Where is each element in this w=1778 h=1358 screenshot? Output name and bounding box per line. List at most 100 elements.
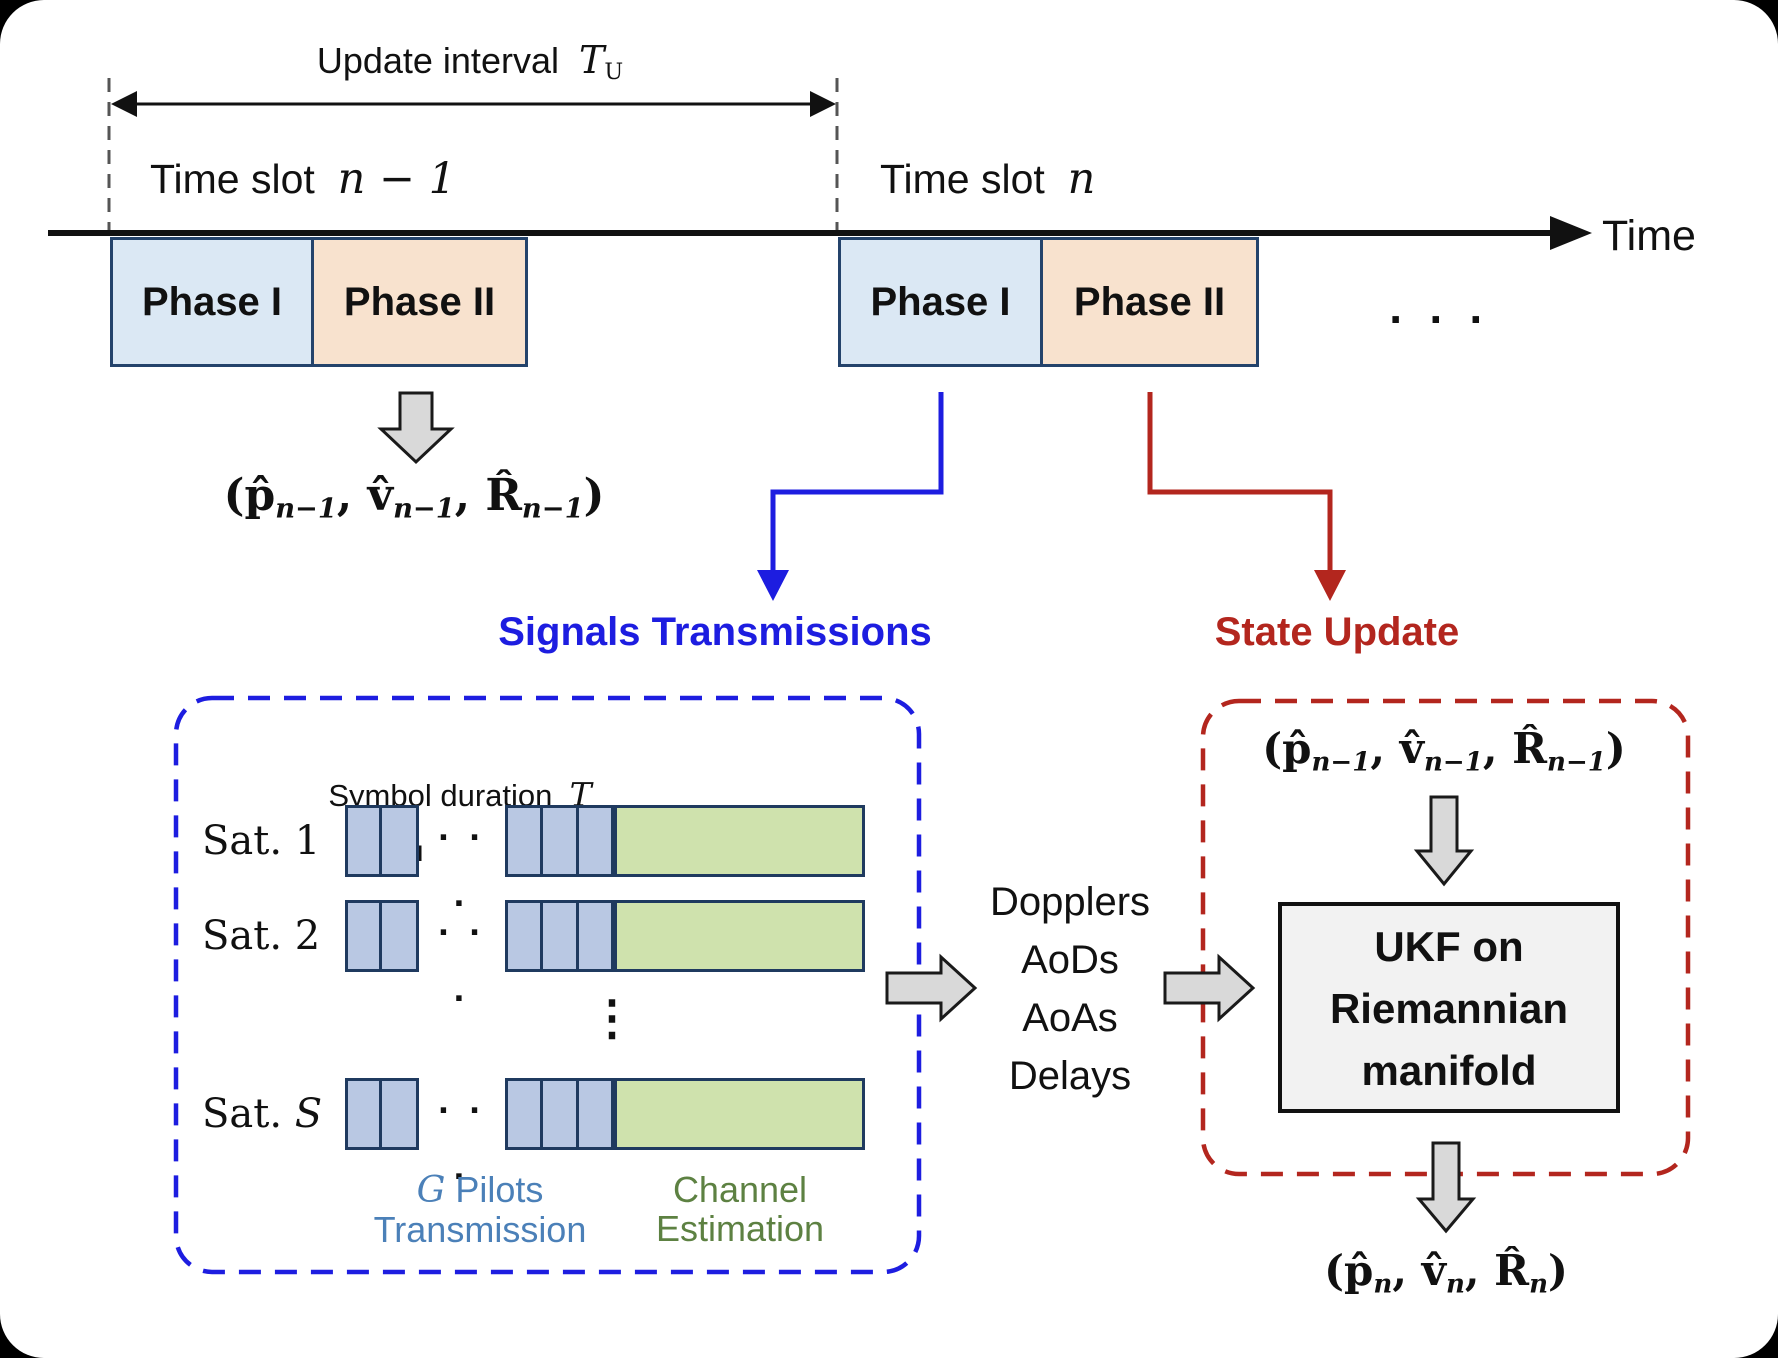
R-subscript: n−1 bbox=[521, 492, 584, 525]
p-hat-symbol: p̂ bbox=[244, 470, 276, 521]
signals-elbow-arrowhead-icon bbox=[757, 570, 789, 601]
paren-open: ( bbox=[1262, 724, 1283, 773]
pilot-cell bbox=[348, 1081, 383, 1147]
state-curr-tuple: (p̂n, v̂n, R̂n) bbox=[1196, 1246, 1696, 1299]
ukf-box-label: UKF on Riemannian manifold bbox=[1282, 906, 1616, 1102]
block-arrow-down-into-ukf-icon bbox=[1413, 795, 1475, 887]
sat-index: 2 bbox=[294, 913, 321, 959]
separator: , bbox=[1482, 724, 1513, 773]
separator: , bbox=[336, 470, 368, 521]
paren-close: ) bbox=[583, 470, 605, 521]
ukf-line1: UKF on bbox=[1374, 923, 1524, 970]
update-elbow-arrow-line bbox=[1147, 392, 1333, 574]
pilot-cells-group2 bbox=[505, 805, 865, 877]
pilot-cell bbox=[543, 903, 579, 969]
measurement-dopplers: Dopplers bbox=[989, 880, 1151, 924]
phase1-box-slot-curr: Phase I bbox=[838, 237, 1043, 367]
separator: , bbox=[1464, 1246, 1495, 1295]
symbol-duration-symbol: T bbox=[569, 775, 592, 814]
p-hat-symbol: p̂ bbox=[1344, 1246, 1374, 1295]
sat-row-2: Sat. 2 · · · bbox=[0, 900, 919, 1020]
sat-S-label: Sat. S bbox=[202, 1078, 332, 1150]
p-hat-symbol: p̂ bbox=[1282, 724, 1312, 773]
pilot-cell bbox=[508, 808, 544, 874]
time-slot-prev-text: Time slot bbox=[150, 156, 315, 202]
v-subscript: n bbox=[1445, 1269, 1465, 1300]
sat-rows-vertical-ellipsis: ⋮ bbox=[588, 992, 636, 1045]
p-subscript: n−1 bbox=[1311, 747, 1371, 778]
separator: , bbox=[454, 470, 486, 521]
v-subscript: n−1 bbox=[1424, 747, 1483, 778]
state-prev-tuple-ukf-input: (p̂n−1, v̂n−1, R̂n−1) bbox=[1194, 724, 1694, 777]
update-interval-arrowhead-right-icon bbox=[810, 91, 836, 117]
pilot-ellipsis: · · · bbox=[438, 912, 486, 1020]
pilot-cell bbox=[348, 903, 383, 969]
v-hat-symbol: v̂ bbox=[367, 470, 394, 521]
state-update-heading: State Update bbox=[1214, 610, 1460, 654]
R-hat-symbol: R̂ bbox=[485, 470, 522, 521]
time-slot-curr-index: n bbox=[1067, 154, 1096, 204]
timeline-ellipsis: · · · bbox=[1389, 293, 1491, 345]
phase1-label: Phase I bbox=[141, 279, 283, 324]
pilot-ellipsis: · · · bbox=[438, 817, 486, 925]
block-arrow-down-prev-state-icon bbox=[377, 391, 455, 465]
pilot-cells-group2 bbox=[505, 1078, 865, 1150]
time-axis-arrowhead-icon bbox=[1550, 216, 1592, 250]
time-slot-prev-label: Time slot n − 1 bbox=[150, 154, 456, 204]
separator: , bbox=[1370, 724, 1400, 773]
pilot-cells-group1 bbox=[345, 805, 419, 877]
sat-1-label: Sat. 1 bbox=[202, 805, 332, 877]
sat-label-text: Sat. bbox=[202, 818, 283, 864]
sat-index: 1 bbox=[294, 818, 321, 864]
R-subscript: n−1 bbox=[1547, 747, 1606, 778]
phase2-label: Phase II bbox=[1073, 279, 1226, 324]
pilot-cell bbox=[543, 808, 579, 874]
v-subscript: n−1 bbox=[393, 492, 455, 525]
sat-label-text: Sat. bbox=[202, 1091, 283, 1137]
pilot-cells-group1 bbox=[345, 900, 419, 972]
ukf-line3: manifold bbox=[1361, 1047, 1537, 1094]
pilot-cell bbox=[348, 808, 383, 874]
pilot-cell bbox=[543, 1081, 579, 1147]
signals-heading: Signals Transmissions bbox=[498, 610, 932, 654]
update-interval-arrowhead-left-icon bbox=[111, 91, 137, 117]
update-interval-subscript: U bbox=[604, 59, 624, 86]
channel-estimation-bar bbox=[613, 1081, 863, 1147]
sat-row-1: Sat. 1 · · · bbox=[0, 805, 919, 925]
p-subscript: n−1 bbox=[275, 492, 337, 525]
signals-elbow-arrow-line bbox=[770, 392, 944, 574]
measurement-aods: AoDs bbox=[1021, 938, 1119, 982]
v-hat-symbol: v̂ bbox=[1399, 724, 1424, 773]
pilots-count-symbol: G bbox=[416, 1170, 446, 1211]
pilots-text: Pilots bbox=[445, 1169, 544, 1210]
channel-estimation-label: Channel Estimation bbox=[590, 1170, 890, 1248]
update-interval-label: Update interval TU bbox=[220, 38, 720, 85]
measurement-delays: Delays bbox=[1008, 1054, 1132, 1098]
pilots-text-line2: Transmission bbox=[373, 1209, 587, 1250]
pilot-cell bbox=[508, 1081, 544, 1147]
sat-index: S bbox=[294, 1091, 323, 1137]
pilot-cell bbox=[579, 808, 614, 874]
paren-close: ) bbox=[1548, 1246, 1568, 1295]
phase2-box-slot-prev: Phase II bbox=[311, 237, 528, 367]
R-hat-symbol: R̂ bbox=[1494, 1246, 1530, 1295]
pilot-cell bbox=[382, 903, 416, 969]
v-hat-symbol: v̂ bbox=[1421, 1246, 1446, 1295]
phase2-box-slot-curr: Phase II bbox=[1040, 237, 1259, 367]
update-elbow-arrowhead-icon bbox=[1314, 570, 1346, 601]
update-interval-symbol: T bbox=[578, 38, 605, 82]
channel-text-line1: Channel bbox=[672, 1169, 808, 1210]
ukf-line2: Riemannian bbox=[1329, 985, 1569, 1032]
paren-open: ( bbox=[223, 470, 245, 521]
channel-text-line2: Estimation bbox=[655, 1208, 825, 1249]
R-hat-symbol: R̂ bbox=[1512, 724, 1548, 773]
update-interval-text: Update interval bbox=[316, 40, 559, 81]
block-arrow-right-measurements-icon bbox=[885, 953, 978, 1023]
paren-close: ) bbox=[1605, 724, 1626, 773]
pilot-ellipsis: · · · bbox=[438, 1090, 486, 1198]
paren-open: ( bbox=[1324, 1246, 1344, 1295]
time-slot-curr-text: Time slot bbox=[880, 156, 1045, 202]
pilot-cells-group2 bbox=[505, 900, 865, 972]
